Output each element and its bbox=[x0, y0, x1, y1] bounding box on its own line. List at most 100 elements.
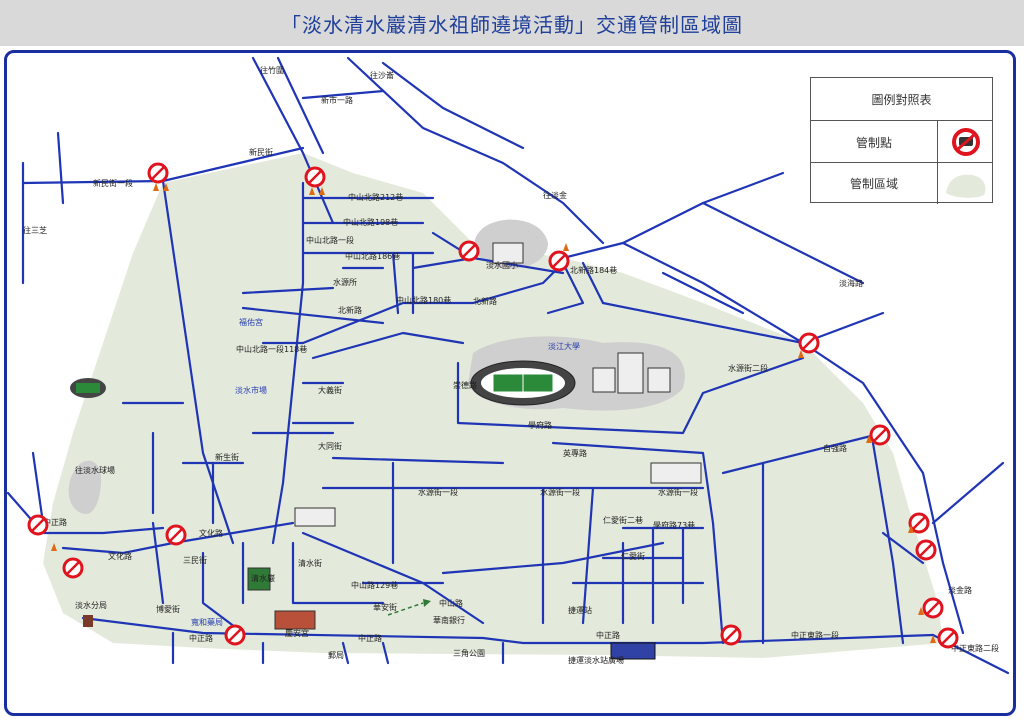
svg-text:水源街一段: 水源街一段 bbox=[658, 487, 698, 497]
svg-text:淡金路: 淡金路 bbox=[948, 585, 972, 595]
svg-text:中正路: 中正路 bbox=[189, 633, 213, 643]
svg-text:新生街: 新生街 bbox=[215, 452, 239, 462]
no-entry-icon[interactable] bbox=[915, 539, 937, 561]
svg-text:文化路: 文化路 bbox=[108, 551, 132, 561]
svg-text:新民街: 新民街 bbox=[249, 147, 273, 157]
no-entry-icon[interactable] bbox=[62, 557, 84, 579]
no-entry-icon[interactable] bbox=[937, 627, 959, 649]
no-entry-icon[interactable] bbox=[922, 597, 944, 619]
svg-text:新市一路: 新市一路 bbox=[321, 95, 353, 105]
svg-text:華南銀行: 華南銀行 bbox=[433, 615, 465, 625]
svg-text:捷運淡水站廣場: 捷運淡水站廣場 bbox=[568, 655, 624, 665]
svg-text:中山路129巷: 中山路129巷 bbox=[351, 580, 398, 590]
svg-text:郵局: 郵局 bbox=[328, 650, 344, 660]
svg-text:博愛街: 博愛街 bbox=[156, 604, 180, 614]
legend-control-point-row: 管制點 bbox=[811, 120, 992, 163]
svg-text:中山北路一段: 中山北路一段 bbox=[306, 235, 354, 245]
legend-control-area-label: 管制區域 bbox=[849, 177, 898, 191]
no-entry-icon[interactable] bbox=[458, 240, 480, 262]
svg-text:崇德路: 崇德路 bbox=[453, 380, 477, 390]
svg-text:中正路: 中正路 bbox=[358, 633, 382, 643]
gray-building-icon bbox=[294, 507, 336, 527]
shalun-area bbox=[68, 460, 102, 514]
map-frame[interactable]: 往竹圍 新市一路 往沙崙 往淡金 新民街 新民街一段 往三芝 中山北路212巷 … bbox=[4, 50, 1016, 716]
svg-text:北新路: 北新路 bbox=[338, 305, 362, 315]
svg-text:中正東路二段: 中正東路二段 bbox=[951, 643, 999, 653]
svg-text:往淡金: 往淡金 bbox=[543, 190, 567, 200]
svg-text:仁愛街: 仁愛街 bbox=[621, 551, 645, 561]
no-entry-legend-icon bbox=[952, 128, 980, 156]
svg-text:清水街: 清水街 bbox=[298, 558, 322, 568]
svg-text:寬和藥局: 寬和藥局 bbox=[191, 617, 223, 627]
svg-text:北新路184巷: 北新路184巷 bbox=[570, 265, 617, 275]
svg-text:捷運站: 捷運站 bbox=[568, 605, 592, 615]
campus-building-icon bbox=[592, 352, 671, 394]
svg-text:中山北路186巷: 中山北路186巷 bbox=[345, 251, 400, 261]
svg-text:淡江大學: 淡江大學 bbox=[548, 341, 580, 351]
no-entry-icon[interactable] bbox=[304, 166, 326, 188]
stadium bbox=[470, 360, 576, 406]
police-icon bbox=[83, 615, 93, 627]
svg-text:大義街: 大義街 bbox=[318, 385, 342, 395]
legend-control-area-row: 管制區域 bbox=[811, 162, 992, 204]
traffic-cone-icons bbox=[51, 183, 936, 643]
svg-text:新民街一段: 新民街一段 bbox=[93, 178, 133, 188]
svg-text:學府路73巷: 學府路73巷 bbox=[653, 520, 695, 530]
svg-text:往沙崙: 往沙崙 bbox=[370, 70, 394, 80]
no-entry-icon[interactable] bbox=[147, 162, 169, 184]
no-entry-icon[interactable] bbox=[908, 512, 930, 534]
svg-text:清水巖: 清水巖 bbox=[251, 573, 275, 583]
svg-text:水源街二段: 水源街二段 bbox=[728, 363, 768, 373]
control-area-swatch bbox=[946, 174, 986, 198]
svg-text:淡水國小: 淡水國小 bbox=[486, 260, 518, 270]
svg-text:中正東路一段: 中正東路一段 bbox=[791, 630, 839, 640]
legend-divider bbox=[937, 121, 938, 163]
control-points[interactable] bbox=[27, 162, 959, 649]
svg-text:英專路: 英專路 bbox=[563, 448, 587, 458]
svg-text:中山北路198巷: 中山北路198巷 bbox=[343, 217, 398, 227]
legend-heading: 圖例對照表 bbox=[871, 92, 932, 107]
svg-text:自強路: 自強路 bbox=[823, 443, 847, 453]
map-labels: 往竹圍 新市一路 往沙崙 往淡金 新民街 新民街一段 往三芝 中山北路212巷 … bbox=[23, 65, 999, 665]
svg-text:慶安宮: 慶安宮 bbox=[285, 628, 309, 638]
svg-text:淡水分局: 淡水分局 bbox=[75, 600, 107, 610]
no-entry-icon[interactable] bbox=[720, 624, 742, 646]
page-title: 「淡水清水巖清水祖師遶境活動」交通管制區域圖 bbox=[281, 12, 743, 37]
legend-control-point-label: 管制點 bbox=[855, 135, 892, 150]
road-network bbox=[7, 56, 1010, 675]
svg-text:水源街一段: 水源街一段 bbox=[540, 487, 580, 497]
no-entry-icon[interactable] bbox=[27, 514, 49, 536]
svg-text:華安街: 華安街 bbox=[373, 602, 397, 612]
svg-text:大同街: 大同街 bbox=[318, 441, 342, 451]
title-bar: 「淡水清水巖清水祖師遶境活動」交通管制區域圖 bbox=[0, 0, 1024, 46]
svg-text:福佑宮: 福佑宮 bbox=[239, 317, 263, 327]
svg-text:三民街: 三民街 bbox=[183, 555, 207, 565]
legend-divider bbox=[937, 163, 938, 204]
svg-text:中正路: 中正路 bbox=[596, 630, 620, 640]
svg-text:中山路: 中山路 bbox=[439, 598, 463, 608]
temple-icon bbox=[274, 610, 316, 630]
no-entry-icon[interactable] bbox=[869, 424, 891, 446]
no-entry-icon[interactable] bbox=[224, 624, 246, 646]
direction-arrow bbox=[387, 599, 431, 616]
svg-text:文化路: 文化路 bbox=[199, 528, 223, 538]
svg-text:仁愛街二巷: 仁愛街二巷 bbox=[603, 515, 643, 525]
svg-text:中山北路212巷: 中山北路212巷 bbox=[348, 192, 403, 202]
map-canvas[interactable]: 往竹圍 新市一路 往沙崙 往淡金 新民街 新民街一段 往三芝 中山北路212巷 … bbox=[7, 53, 1013, 713]
no-entry-icon[interactable] bbox=[165, 524, 187, 546]
control-area bbox=[43, 153, 943, 658]
svg-text:中山北路一段118巷: 中山北路一段118巷 bbox=[236, 344, 307, 354]
svg-text:北新路: 北新路 bbox=[473, 296, 497, 306]
svg-text:水源街一段: 水源街一段 bbox=[418, 487, 458, 497]
svg-text:中山北路180巷: 中山北路180巷 bbox=[396, 295, 451, 305]
svg-text:淡海路: 淡海路 bbox=[839, 278, 863, 288]
svg-text:往淡水球場: 往淡水球場 bbox=[75, 465, 115, 475]
legend: 圖例對照表 管制點 管制區域 bbox=[810, 77, 993, 204]
no-entry-icon[interactable] bbox=[798, 332, 820, 354]
no-entry-icon[interactable] bbox=[548, 250, 570, 272]
sports-field-icon bbox=[70, 378, 106, 398]
svg-text:中正路: 中正路 bbox=[43, 517, 67, 527]
mrt-station-icon bbox=[610, 642, 656, 660]
svg-text:往竹圍: 往竹圍 bbox=[260, 65, 284, 75]
svg-text:水源所: 水源所 bbox=[333, 277, 357, 287]
